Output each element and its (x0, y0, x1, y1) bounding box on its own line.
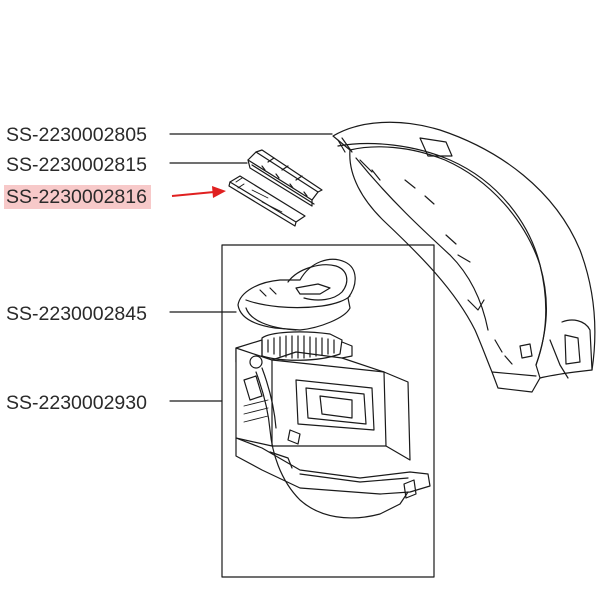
hinge-bracket-part (247, 149, 323, 207)
part-label-2805: SS-2230002805 (6, 124, 147, 146)
main-housing-part (235, 347, 431, 519)
knob-cap-part (237, 258, 356, 331)
heater-section (235, 331, 353, 363)
part-label-2930: SS-2230002930 (6, 392, 147, 414)
thin-strip-part (228, 175, 306, 227)
assembly-box (221, 244, 435, 578)
part-label-2845: SS-2230002845 (6, 303, 147, 325)
highlight-arrow-icon (171, 186, 226, 198)
part-label-2815: SS-2230002815 (6, 154, 147, 176)
part-label-2816-highlighted: SS-2230002816 (4, 185, 151, 209)
handle-cover-part (332, 121, 596, 393)
